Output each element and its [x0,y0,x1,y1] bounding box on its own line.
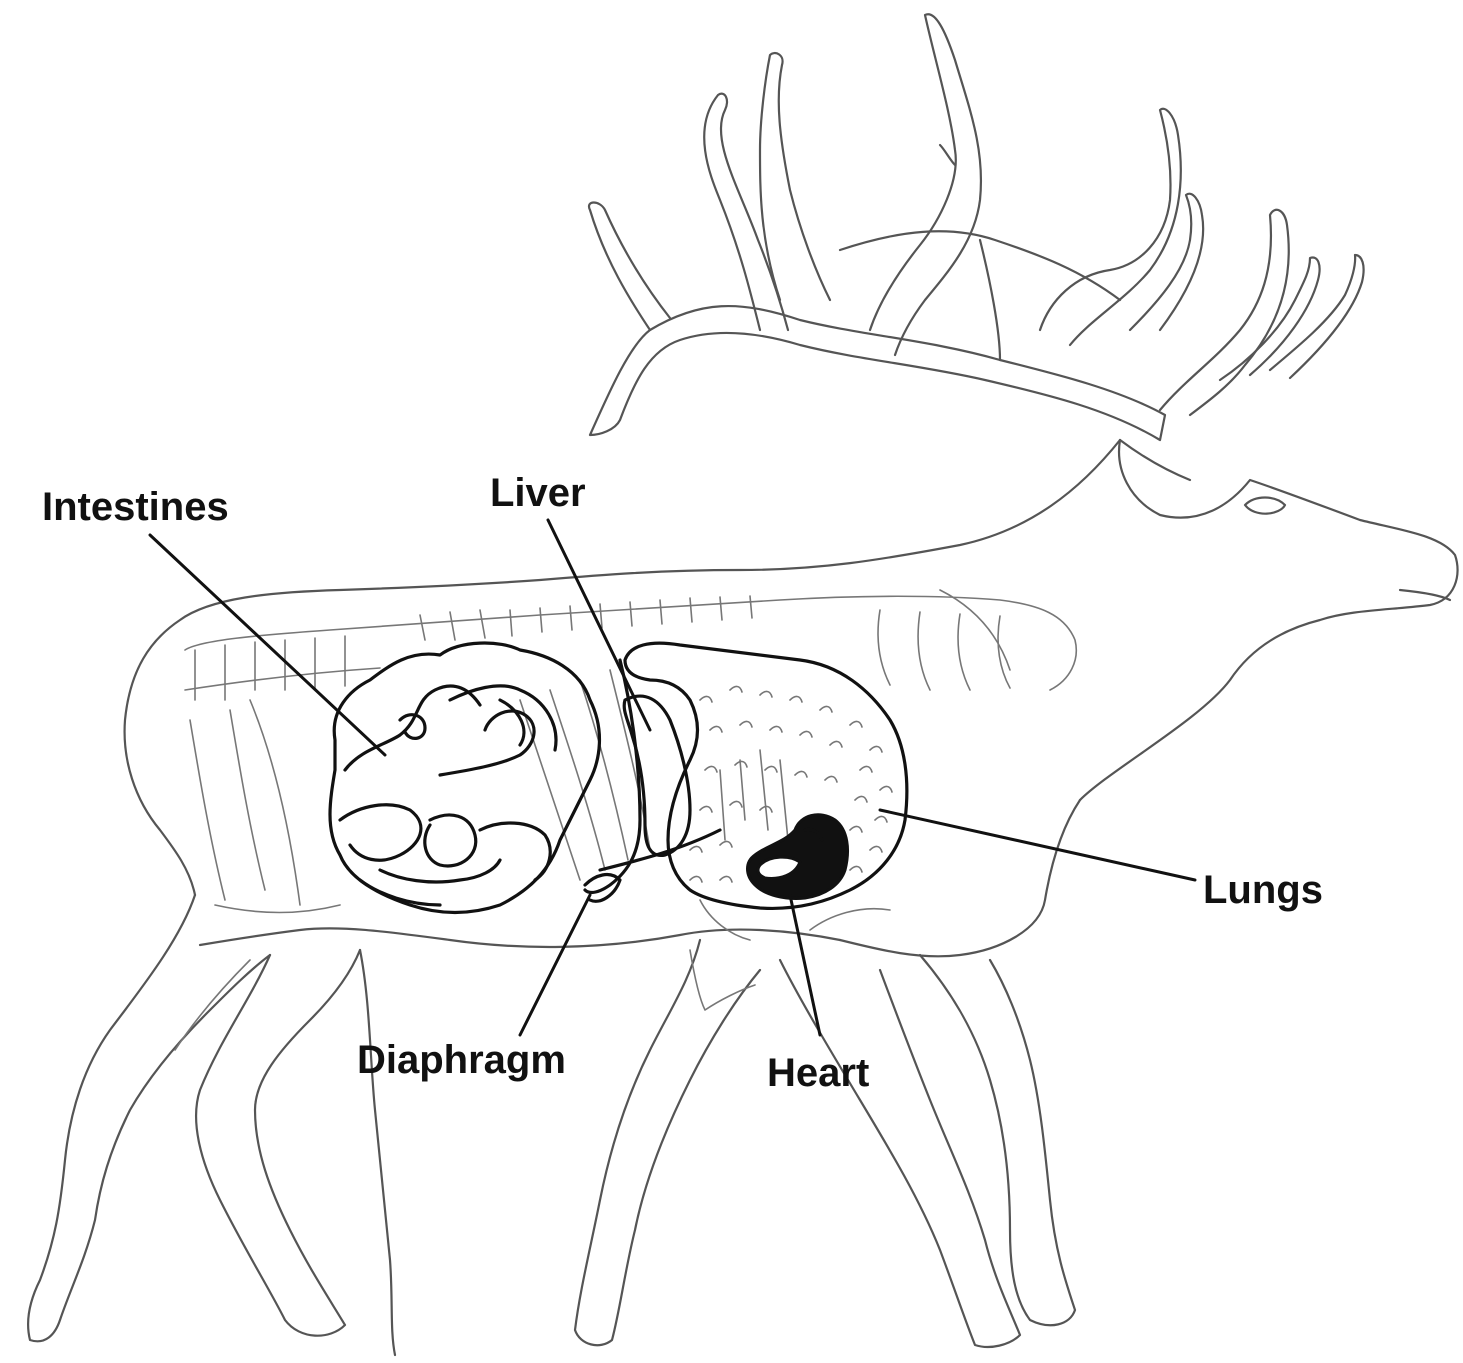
skeleton [185,596,1076,940]
diaphragm-organ [585,660,720,901]
labels: Intestines Liver Lungs Diaphragm Heart [42,471,1323,1095]
lungs-leader [880,810,1195,880]
diaphragm-label: Diaphragm [357,1038,566,1082]
heart-label: Heart [767,1051,869,1095]
liver-leader [548,520,650,730]
intestines-organ [330,643,599,912]
liver-label: Liver [490,471,586,515]
intestines-leader [150,535,385,755]
intestines-label: Intestines [42,485,229,529]
leader-lines [150,520,1195,1035]
lungs-label: Lungs [1203,868,1323,912]
heart-leader [790,895,820,1035]
liver-organ [624,696,690,855]
heart-organ [748,815,848,899]
diaphragm-leader [520,895,590,1035]
antlers [589,14,1364,440]
